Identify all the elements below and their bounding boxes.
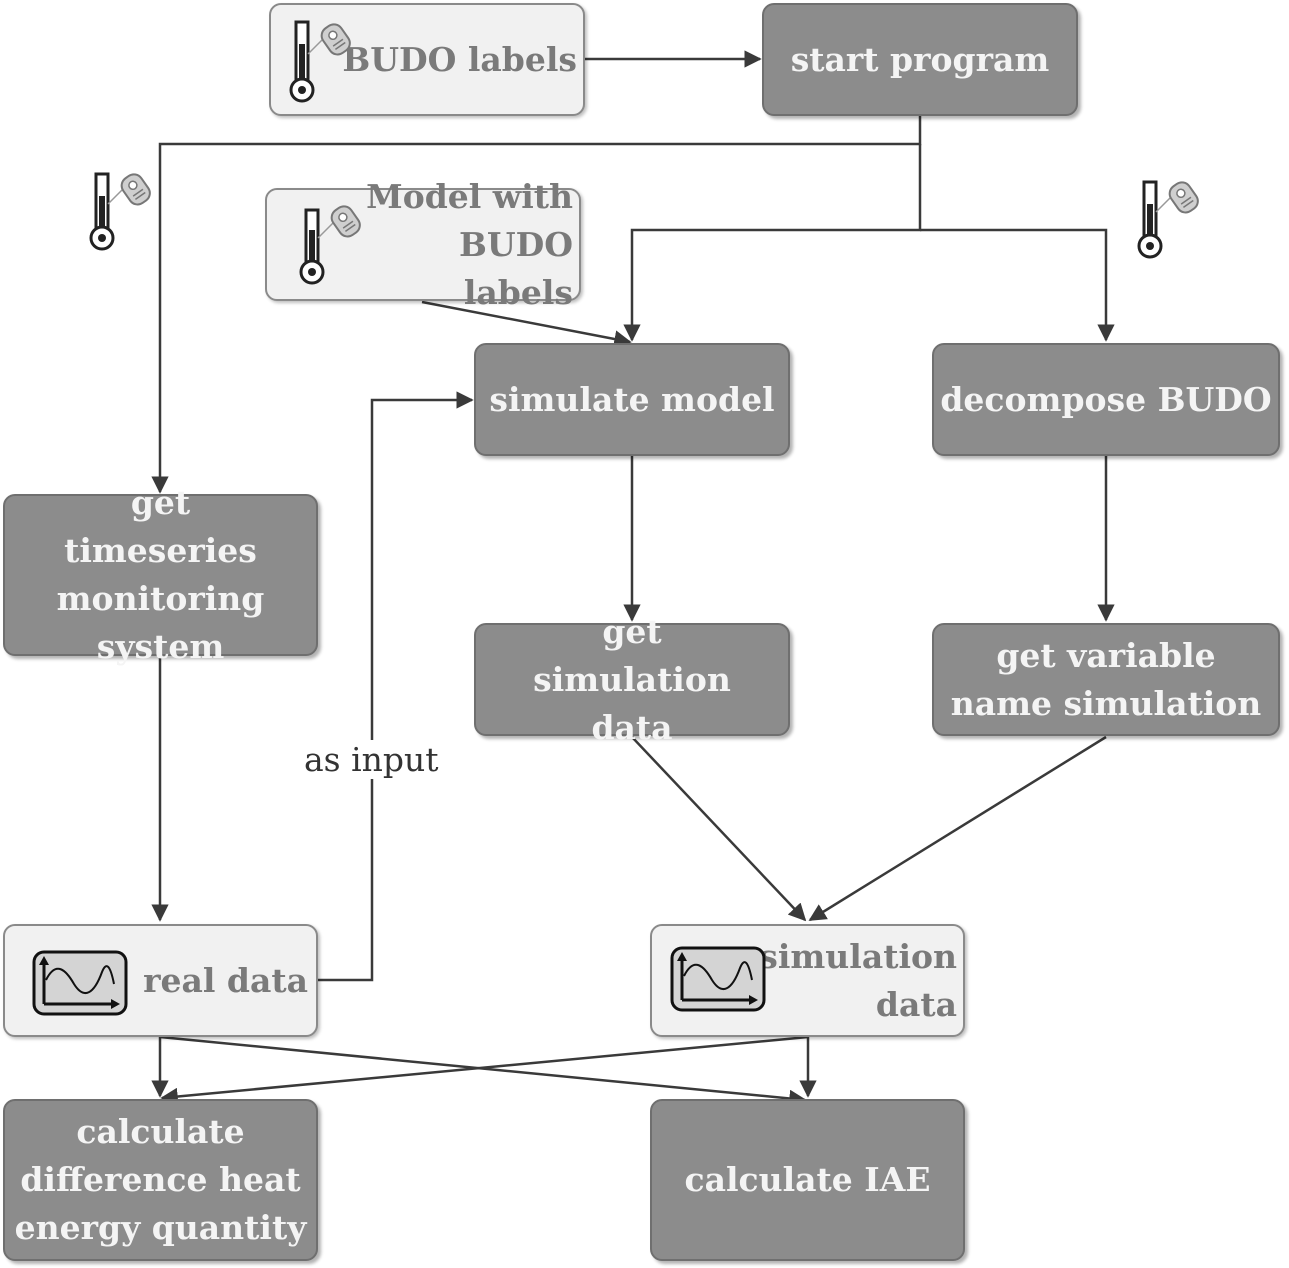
node-get-simulation-data[interactable]: get simulation data bbox=[474, 612, 790, 747]
node-real-data-label: real data bbox=[143, 960, 308, 1000]
node-get-variable-name-simulation-label: get variable name simulation bbox=[950, 635, 1262, 723]
thermometer-sensor-icon bbox=[299, 205, 361, 285]
node-decompose-budo[interactable]: decompose BUDO bbox=[932, 343, 1280, 456]
chart-wave-icon bbox=[670, 946, 766, 1012]
node-get-timeseries[interactable]: get timeseries monitoring system bbox=[3, 483, 318, 666]
arrow-model-to-simulate bbox=[421, 300, 632, 348]
arrow-simdata-to-diff bbox=[160, 1035, 809, 1106]
node-start-program[interactable]: start program bbox=[762, 3, 1078, 116]
node-get-variable-name-simulation[interactable]: get variable name simulation bbox=[932, 623, 1280, 736]
node-decompose-budo-label: decompose BUDO bbox=[940, 379, 1272, 419]
arrow-getsim-to-simdata bbox=[631, 736, 807, 922]
arrow-start-to-timeseries bbox=[151, 116, 922, 494]
arrow-getvar-to-simdata bbox=[808, 735, 1107, 922]
node-calculate-iae[interactable]: calculate IAE bbox=[650, 1099, 965, 1261]
node-calculate-difference-label: calculate difference heat energy quantit… bbox=[14, 1112, 307, 1247]
arrow-start-to-decompose bbox=[920, 228, 1115, 342]
chart-wave-icon bbox=[32, 950, 128, 1016]
node-budo-labels[interactable]: BUDO labels bbox=[269, 3, 585, 116]
node-calculate-difference[interactable]: calculate difference heat energy quantit… bbox=[3, 1099, 318, 1261]
arrow-start-to-simulate bbox=[623, 144, 922, 342]
node-simulation-data-label: simulation data bbox=[759, 936, 957, 1024]
node-simulate-model[interactable]: simulate model bbox=[474, 343, 790, 456]
edge-label-as-input: as input bbox=[302, 740, 441, 779]
node-start-program-label: start program bbox=[790, 39, 1050, 79]
node-simulate-model-label: simulate model bbox=[489, 379, 775, 419]
node-model-with-budo-labels-label: Model with BUDO labels bbox=[366, 176, 573, 312]
thermometer-sensor-icon bbox=[89, 172, 151, 251]
node-calculate-iae-label: calculate IAE bbox=[684, 1160, 931, 1199]
node-get-timeseries-label: get timeseries monitoring system bbox=[56, 483, 265, 666]
node-real-data[interactable]: real data bbox=[3, 924, 318, 1037]
node-get-simulation-data-label: get simulation data bbox=[533, 611, 731, 747]
thermometer-sensor-icon bbox=[1137, 180, 1199, 259]
node-budo-labels-label: BUDO labels bbox=[342, 39, 577, 79]
arrow-real-to-simulate bbox=[318, 391, 474, 982]
thermometer-sensor-icon bbox=[289, 20, 351, 103]
